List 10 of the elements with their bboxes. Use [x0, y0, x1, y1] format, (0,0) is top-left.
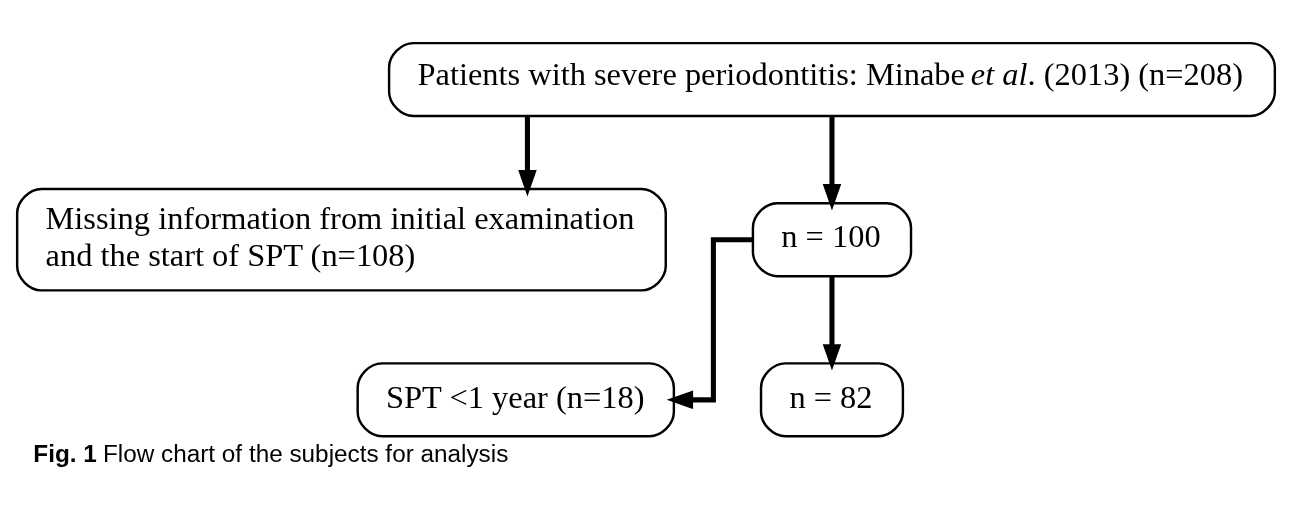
arrow: [666, 236, 753, 409]
node-box: n = 100: [751, 201, 913, 277]
node-box: n = 82: [759, 361, 905, 438]
node-box: Patients with severe periodontitis: Minabe et al. (2013) (n=208): [387, 41, 1277, 117]
arrow: [518, 116, 537, 196]
arrow: [822, 116, 842, 210]
node-box: SPT <1 year (n=18): [356, 361, 676, 438]
node-box: Missing information from initial examination and the start of SPT (n=108): [15, 187, 667, 292]
arrow: [822, 276, 842, 371]
caption: Fig. 1 Flow chart of the subjects for analysis: [33, 439, 509, 467]
